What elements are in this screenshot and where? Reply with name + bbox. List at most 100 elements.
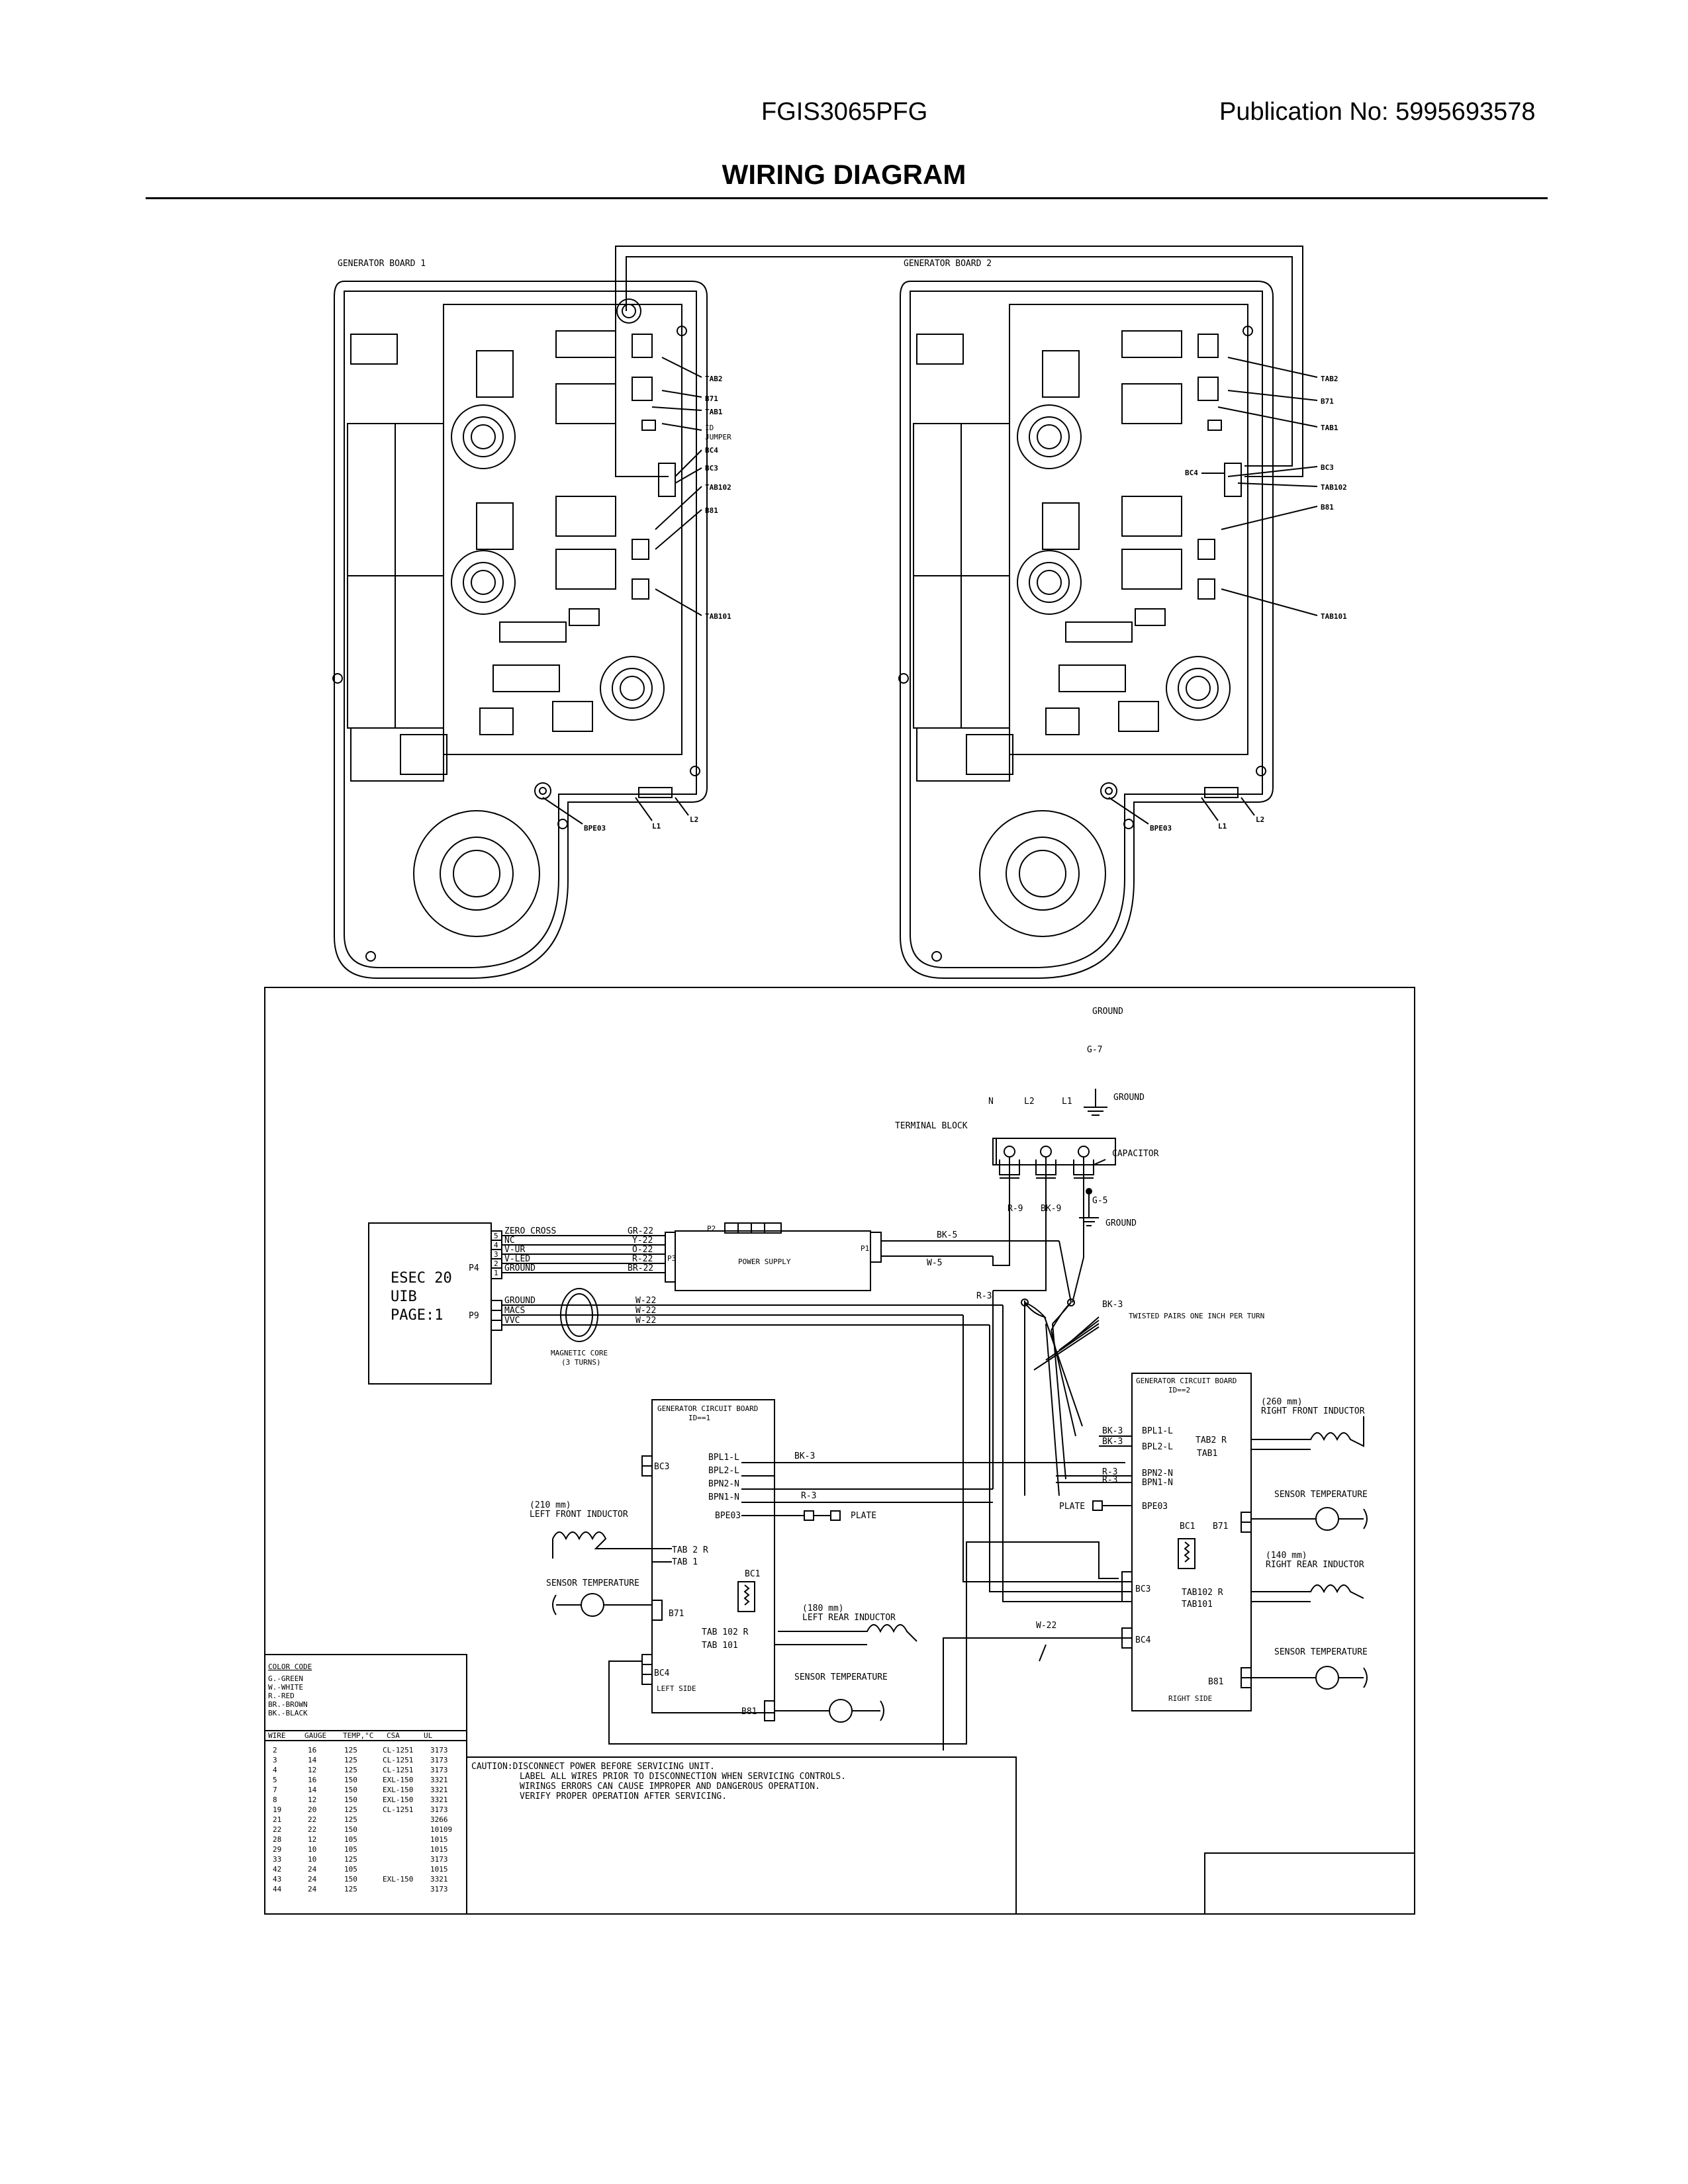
bc1-right (1178, 1538, 1196, 1569)
wire-table-h-wire: WIRE (268, 1731, 286, 1740)
wire-table-cell: 150 (344, 1776, 357, 1784)
gcb2-bc4: BC4 (1135, 1635, 1151, 1645)
b2-b81: B81 (1321, 503, 1334, 512)
p4-num-4: 4 (494, 1241, 498, 1250)
generator-circuit-board-2 (1131, 1373, 1252, 1711)
p9-wire-2: W-22 (635, 1306, 656, 1316)
p4-wire-y22: Y-22 (632, 1236, 653, 1246)
publication-number: Publication No: 5995693578 (1219, 98, 1536, 126)
color-black: BK.-BLACK (268, 1709, 308, 1717)
wire-table-cell: CL-1251 (383, 1766, 413, 1774)
terminal-block-label: TERMINAL BLOCK (895, 1121, 968, 1131)
b1-tab2: TAB2 (705, 375, 723, 383)
wire-table-cell: 42 (273, 1865, 281, 1874)
color-white: W.-WHITE (268, 1683, 303, 1692)
gcb1-pin-bpl1: BPL1-L (708, 1453, 739, 1463)
bk9-label: BK-9 (1041, 1204, 1061, 1214)
power-supply-label: POWER SUPPLY (738, 1257, 791, 1266)
board2-title: GENERATOR BOARD 2 (904, 259, 992, 269)
b1-l2: L2 (690, 815, 698, 824)
esec-line3: PAGE:1 (391, 1307, 443, 1324)
wire-table-cell: EXL-150 (383, 1776, 413, 1784)
wire-table-h-ul: UL (424, 1731, 433, 1740)
gcb1-b71: B71 (669, 1609, 684, 1619)
gcb1-inductor1-name: LEFT FRONT INDUCTOR (530, 1510, 628, 1520)
gcb2-plate: PLATE (1059, 1502, 1085, 1512)
model-number: FGIS3065PFG (761, 98, 928, 126)
p4-pin-vur: V-UR (504, 1245, 525, 1255)
wire-table-cell: 5 (273, 1776, 277, 1784)
wire-table-cell: 10 (308, 1845, 316, 1854)
ground2-label: GROUND (1113, 1093, 1145, 1103)
b2-l2: L2 (1256, 815, 1264, 824)
wire-table-cell: 24 (308, 1885, 317, 1893)
ground3-label: GROUND (1105, 1218, 1137, 1228)
g7-label: G-7 (1087, 1045, 1102, 1055)
right-front-inductor (1251, 1416, 1364, 1447)
wire-table-cell: 28 (273, 1835, 281, 1844)
p4-pin-zero-cross: ZERO CROSS (504, 1226, 556, 1236)
gcb1-pin-bpe03: BPE03 (715, 1511, 741, 1521)
wire-table-cell: 3173 (430, 1855, 448, 1864)
wire-table-cell: 20 (308, 1805, 316, 1814)
wire-table-cell: 3173 (430, 1885, 448, 1893)
b1-bc3: BC3 (705, 464, 718, 473)
color-brown: BR.-BROWN (268, 1700, 308, 1709)
gcb2-inductor2-name: RIGHT REAR INDUCTOR (1266, 1560, 1364, 1570)
gcb1-b81: B81 (741, 1707, 757, 1717)
gcb1-sensor2: SENSOR TEMPERATURE (794, 1672, 888, 1682)
wire-table-cell: 24 (308, 1865, 317, 1874)
b1-tab1: TAB1 (705, 408, 723, 416)
b1-id: ID (705, 424, 714, 432)
gcb2-pin-bpl2: BPL2-L (1142, 1442, 1173, 1452)
wire-table-cell: 3 (273, 1756, 277, 1764)
r3-label: R-3 (976, 1291, 992, 1301)
wire-table-cell: 3321 (430, 1776, 448, 1784)
gcb1-inductor2-name: LEFT REAR INDUCTOR (802, 1613, 896, 1623)
left-front-inductor (552, 1531, 672, 1549)
gcb2-inductor1-size: (260 mm) (1261, 1397, 1303, 1407)
p9-pin-macs: MACS (504, 1306, 525, 1316)
gcb1-tab102: TAB 102 R (702, 1627, 749, 1637)
right-rear-inductor (1251, 1584, 1364, 1599)
gcb1-pin-bpl2: BPL2-L (708, 1466, 739, 1476)
gcb1-pin-bpn2: BPN2-N (708, 1479, 739, 1489)
sensor-temperature-right-1 (1315, 1507, 1339, 1531)
gcb1-side: LEFT SIDE (657, 1684, 696, 1693)
p9-wire-3: W-22 (635, 1316, 656, 1326)
wire-table-cell: 4 (273, 1766, 277, 1774)
caution-line3: WIRINGS ERRORS CAN CAUSE IMPROPER AND DA… (520, 1782, 820, 1792)
wire-table-cell: 12 (308, 1796, 316, 1804)
wire-table-cell: 150 (344, 1825, 357, 1834)
gcb1-bc4: BC4 (654, 1668, 670, 1678)
gcb2-b71: B71 (1213, 1522, 1228, 1531)
color-red: R.-RED (268, 1692, 295, 1700)
terminal-l1: L1 (1062, 1097, 1072, 1107)
gcb2-inductor2-size: (140 mm) (1266, 1551, 1307, 1561)
b1-jumper: JUMPER (705, 433, 731, 441)
b2-tab1: TAB1 (1321, 424, 1338, 432)
p4-num-2: 2 (494, 1259, 498, 1268)
terminal-l2: L2 (1024, 1097, 1035, 1107)
wire-table-cell: 3173 (430, 1746, 448, 1754)
p2-label: P2 (707, 1224, 716, 1233)
wire-table-cell: 22 (273, 1825, 281, 1834)
gcb2-id: ID==2 (1168, 1386, 1190, 1394)
b2-bc3: BC3 (1321, 463, 1334, 472)
b2-l1: L1 (1218, 822, 1227, 831)
gcb2-bc1: BC1 (1180, 1522, 1195, 1531)
wire-table-cell: 3321 (430, 1796, 448, 1804)
b1-tab102: TAB102 (705, 483, 731, 492)
board1-title: GENERATOR BOARD 1 (338, 259, 426, 269)
wire-table-cell: 125 (344, 1815, 357, 1824)
color-green: G.-GREEN (268, 1674, 303, 1683)
gcb1-bc1: BC1 (745, 1569, 760, 1579)
sensor-temperature-left-2 (829, 1699, 853, 1723)
wire-table-cell: 16 (308, 1776, 316, 1784)
wire-table-cell: 33 (273, 1855, 281, 1864)
esec-box (368, 1222, 492, 1385)
gcb1-title: GENERATOR CIRCUIT BOARD (657, 1404, 758, 1413)
wire-table-cell: 150 (344, 1875, 357, 1884)
